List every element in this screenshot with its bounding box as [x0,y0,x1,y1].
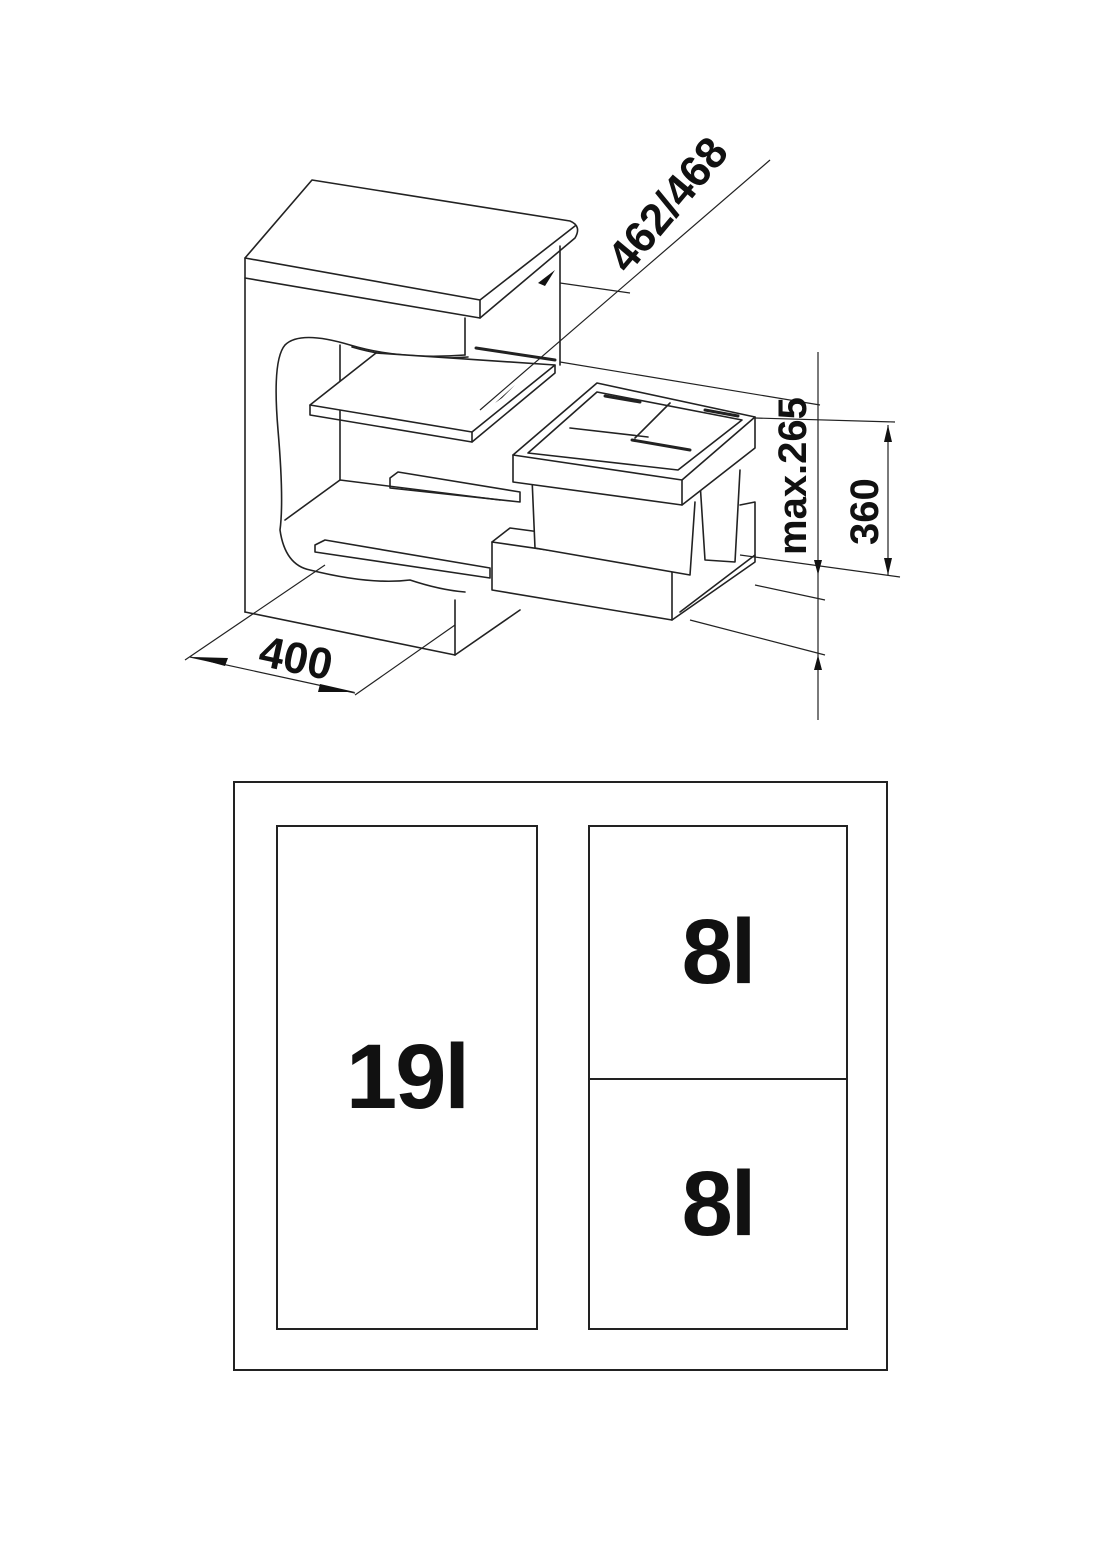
bin-capacity-label: 8l [681,1152,757,1255]
bin-layout-plan: 19l 8l 8l [233,781,888,1371]
dimension-arrowheads [192,270,892,692]
bin-compartment-large: 19l [276,825,538,1330]
isometric-cabinet-drawing: 462/468 max.265 360 400 [184,128,901,720]
bin-compartment-bottom-right: 8l [588,1078,848,1330]
bin-assembly [512,382,756,576]
bin-capacity-label: 8l [681,901,757,1003]
bin-height-dimension-label: 360 [843,478,887,545]
countertop [244,179,579,319]
lower-rail [314,471,521,579]
upper-tray [309,346,557,443]
bin-capacity-label: 19l [346,1026,470,1128]
bin-compartment-top-right: 8l [588,825,848,1080]
width-dimension-label: 400 [255,627,337,690]
depth-dimension-label: 462/468 [598,128,738,281]
max-height-dimension-label: max.265 [771,397,815,555]
cabinet-body [244,245,561,656]
